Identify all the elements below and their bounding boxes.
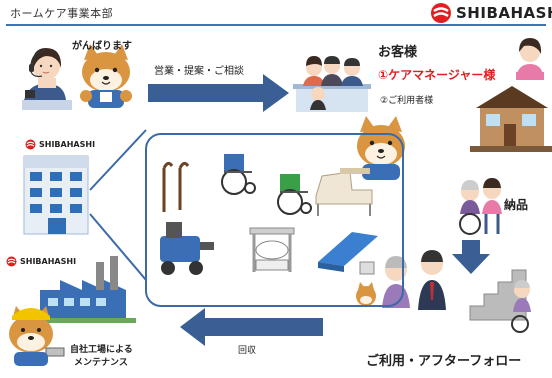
care-bed-icon (315, 168, 373, 216)
sales-label: 営業・提案・ご相談 (154, 66, 244, 77)
factory-brand-name: SHIBAHASHI (20, 257, 77, 266)
air-mattress-icon (318, 232, 378, 275)
sales-arrow-icon (148, 74, 289, 112)
cheer-label: がんばります (72, 41, 132, 52)
products-frame (145, 133, 404, 307)
wheelchair-green-icon (277, 174, 312, 215)
operator-icon (22, 48, 72, 110)
shiba-mascot-maintenance-icon (9, 306, 65, 366)
collection-arrow-icon (180, 308, 323, 346)
factory-brand-mark-icon (6, 256, 17, 267)
wheelchair-blue-icon (221, 154, 256, 195)
page-title: ホームケア事業本部 (10, 7, 114, 20)
cane-icon (162, 161, 190, 212)
user-label: ②ご利用者様 (380, 96, 434, 106)
brand-name: SHIBAHASHI (456, 4, 552, 22)
maintenance-label-line2: メンテナンス (74, 358, 128, 368)
care-manager-woman-icon (516, 38, 544, 80)
delivery-people-icon (459, 178, 502, 235)
customer-label: お客様 (378, 45, 418, 60)
header-divider (6, 24, 546, 26)
office-brand-mark-icon (25, 139, 36, 150)
factory-icon (30, 256, 136, 323)
link-factory-frame (89, 213, 147, 281)
meeting-icon (293, 56, 371, 112)
down-arrow-icon (452, 240, 490, 274)
office-brand-name: SHIBAHASHI (39, 140, 96, 149)
aftercare-label: ご利用・アフターフォロー (366, 354, 522, 369)
collection-label: 回収 (238, 346, 257, 356)
factory-brand-logo: SHIBAHASHI (6, 256, 76, 267)
mobility-scooter-icon (160, 222, 214, 275)
shiba-mascot-cheer-icon (80, 44, 132, 108)
office-building-icon (23, 155, 89, 235)
maintenance-label-line1: 自社工場による (70, 345, 133, 355)
brand-logo: SHIBAHASHI (430, 2, 552, 24)
link-office-frame (89, 129, 147, 191)
house-icon (470, 86, 552, 152)
care-manager-label: ①ケアマネージャー様 (378, 68, 496, 82)
delivery-label: 納品 (504, 198, 529, 212)
office-brand-logo: SHIBAHASHI (25, 139, 95, 150)
brand-mark-icon (431, 3, 451, 23)
commode-chair-icon (249, 227, 295, 272)
stairlift-icon (469, 269, 531, 333)
